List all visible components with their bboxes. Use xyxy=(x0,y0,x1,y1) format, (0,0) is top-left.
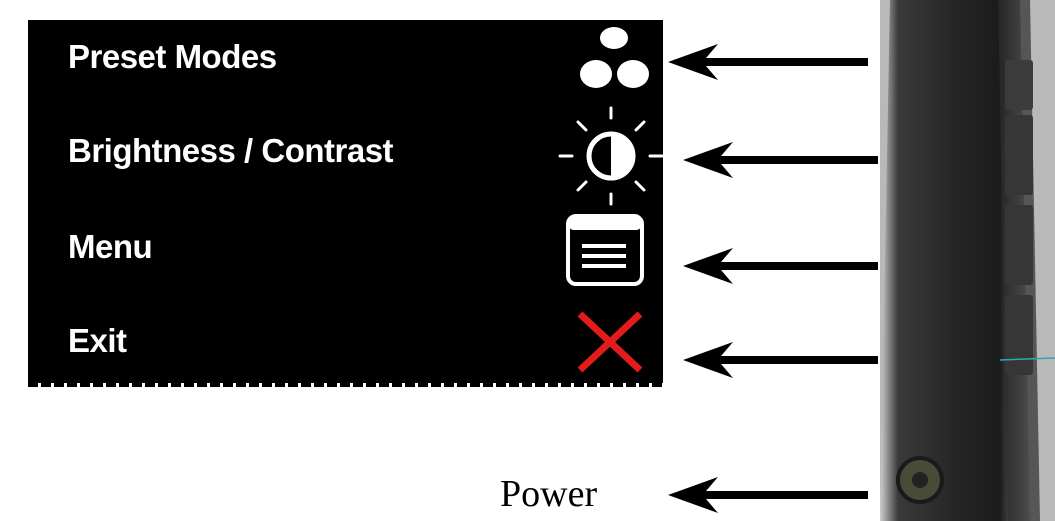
power-label: Power xyxy=(500,473,598,515)
menu-arrow xyxy=(683,248,878,284)
preset-modes-button[interactable] xyxy=(1005,60,1033,110)
preset-modes-label: Preset Modes xyxy=(68,38,277,75)
menu-button[interactable] xyxy=(1005,205,1033,285)
exit-label: Exit xyxy=(68,322,127,359)
brightness-contrast-button[interactable] xyxy=(1005,115,1033,195)
preset-modes-arrow xyxy=(668,44,868,80)
menu-icon xyxy=(566,214,644,286)
osd-menu-panel: Preset Modes Brightness / Contrast Menu … xyxy=(28,20,664,387)
menu-label: Menu xyxy=(68,228,153,265)
exit-arrow xyxy=(683,342,878,378)
preset-modes-icon xyxy=(580,27,649,88)
monitor-bezel-image xyxy=(880,0,1055,521)
brightness-contrast-icon xyxy=(558,106,664,206)
exit-icon xyxy=(577,311,643,373)
exit-button[interactable] xyxy=(1005,295,1033,375)
power-arrow xyxy=(668,477,868,513)
brightness-contrast-label: Brightness / Contrast xyxy=(68,132,394,169)
brightness-contrast-arrow xyxy=(683,142,878,178)
